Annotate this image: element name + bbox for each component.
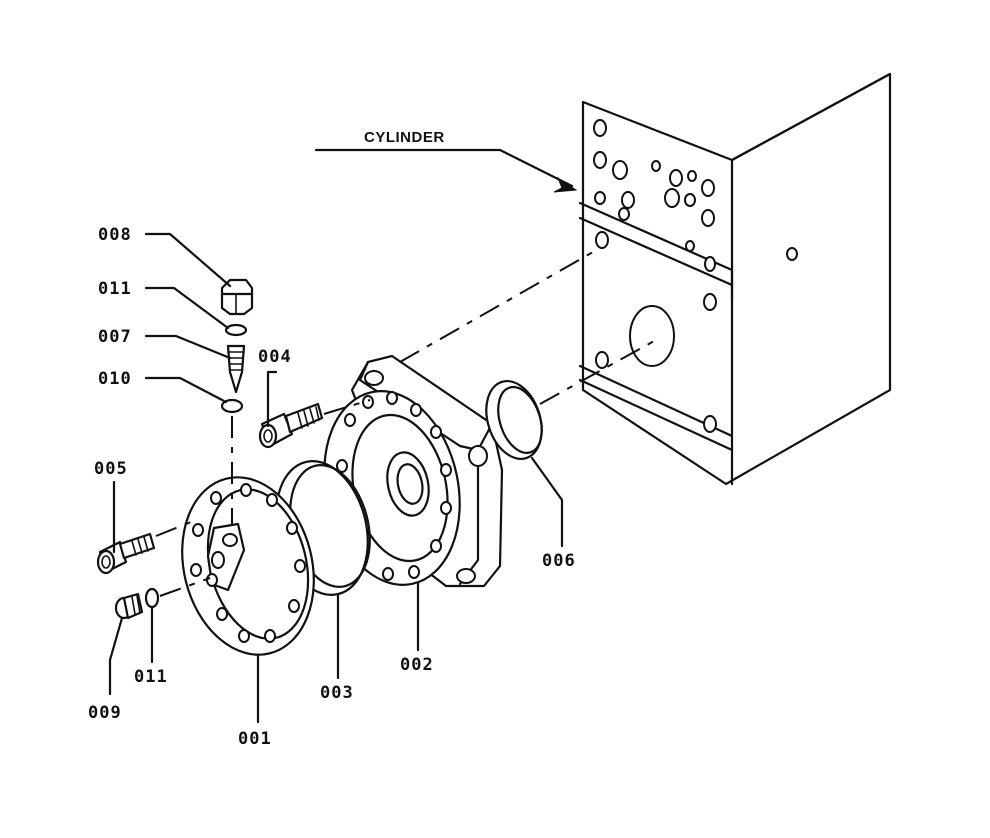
- label-cylinder: CYLINDER: [364, 129, 445, 146]
- label-002: 002: [400, 655, 434, 675]
- part-006-seal-ring: [485, 380, 543, 460]
- part-005-bolt: [96, 532, 156, 575]
- part-008-cap: [220, 278, 254, 316]
- part-011-washer-lower: [144, 587, 160, 609]
- label-011-bottom: 011: [134, 667, 168, 687]
- assembly-centerlines: [155, 247, 657, 597]
- part-010-o-ring: [220, 398, 244, 414]
- cylinder-block: [578, 72, 892, 486]
- part-007-valve: [226, 344, 246, 394]
- label-005: 005: [94, 459, 128, 479]
- label-011-top: 011: [98, 279, 132, 299]
- label-004: 004: [258, 347, 292, 367]
- leader-lines: [108, 148, 578, 724]
- part-011-washer-upper: [224, 323, 248, 337]
- label-009: 009: [88, 703, 122, 723]
- part-labels: CYLINDER 008 011 007 010 004 005 009 011…: [88, 129, 576, 749]
- cylinder-ports: [593, 119, 798, 433]
- part-001-cover: [181, 476, 315, 656]
- label-003: 003: [320, 683, 354, 703]
- label-008: 008: [98, 225, 132, 245]
- label-007: 007: [98, 327, 132, 347]
- label-001: 001: [238, 729, 272, 749]
- label-010: 010: [98, 369, 132, 389]
- part-004-bolt: [258, 402, 324, 449]
- label-006: 006: [542, 551, 576, 571]
- part-009-plug: [114, 592, 144, 620]
